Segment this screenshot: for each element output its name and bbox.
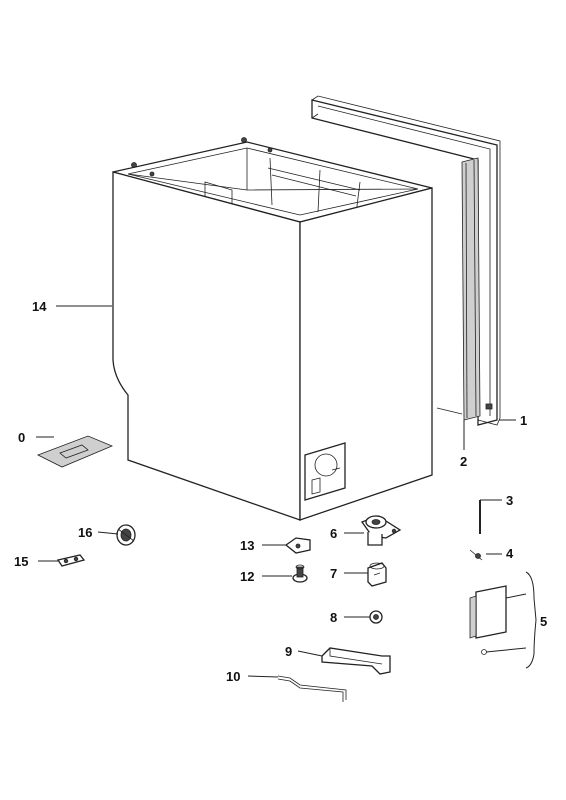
label-6: 6 (330, 526, 337, 541)
label-13: 13 (240, 538, 254, 553)
mount-block-part (360, 515, 402, 546)
foot-part (292, 564, 308, 583)
knob-part (116, 524, 136, 546)
label-0: 0 (18, 430, 25, 445)
label-2: 2 (460, 454, 467, 469)
label-12: 12 (240, 569, 254, 584)
handle-part (321, 647, 391, 675)
clip-part (367, 562, 387, 587)
label-16: 16 (78, 525, 92, 540)
cabinet-body (112, 137, 433, 521)
hinge-plate-part (284, 537, 311, 554)
label-3: 3 (506, 493, 513, 508)
grommet-part (369, 610, 383, 624)
label-10: 10 (226, 669, 240, 684)
leader-lines (36, 305, 537, 678)
label-4: 4 (506, 546, 514, 561)
label-7: 7 (330, 566, 337, 581)
rod-part (277, 675, 347, 702)
bracket-part (56, 554, 86, 567)
label-9: 9 (285, 644, 292, 659)
label-15: 15 (14, 554, 28, 569)
label-1: 1 (520, 413, 527, 428)
seal-strip (436, 157, 481, 421)
label-5: 5 (540, 614, 547, 629)
plate-part (37, 435, 114, 468)
label-14: 14 (32, 299, 47, 314)
screw-part (469, 549, 483, 561)
callout-labels: 14 0 1 2 3 4 5 16 15 13 12 6 7 8 9 10 (14, 299, 547, 684)
lock-assembly-part (469, 585, 507, 655)
label-8: 8 (330, 610, 337, 625)
